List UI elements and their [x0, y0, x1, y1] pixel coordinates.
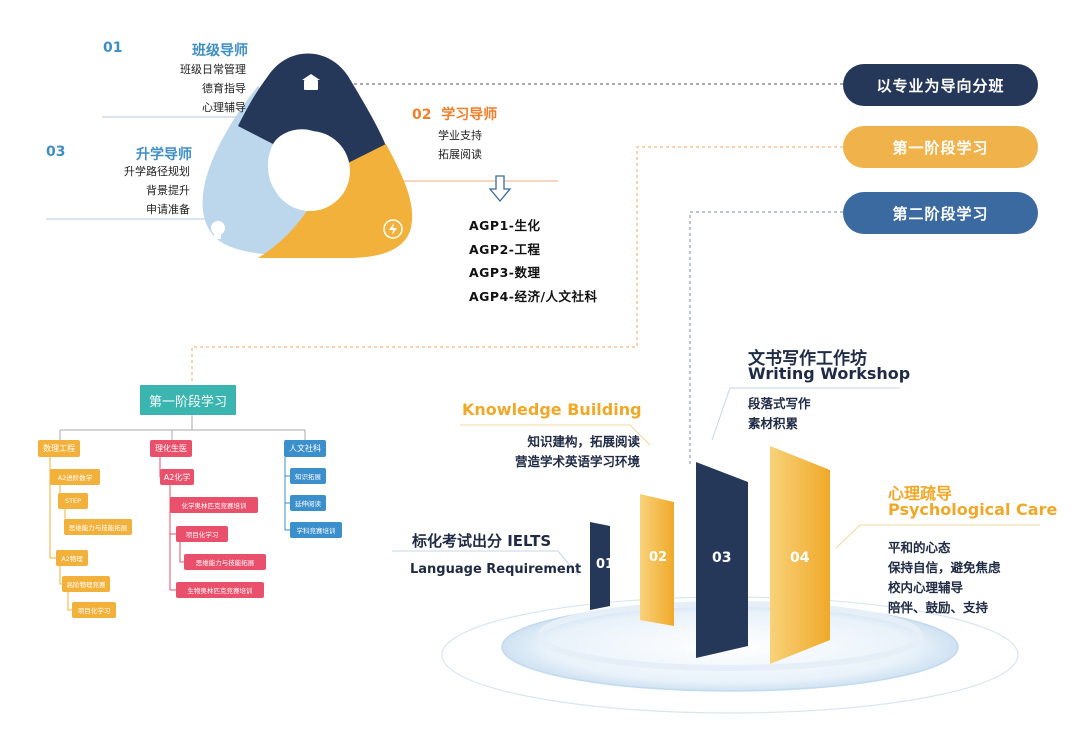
role1-number: 01 [103, 40, 123, 56]
tree-col1-item: A2物理 [56, 550, 88, 566]
tree-col1-title: 数理工程 [38, 440, 80, 457]
head-icon [211, 221, 225, 239]
down-arrow-icon [488, 175, 512, 203]
stage-num-03: 03 [712, 550, 732, 566]
pill-stage-two: 第二阶段学习 [843, 192, 1038, 234]
tree-col2-item: 生物奥林匹克竞赛培训 [176, 582, 264, 598]
stage3-title-cn: 文书写作工作坊 [748, 349, 867, 369]
agp-list: AGP1-生化 AGP2-工程 AGP3-数理 AGP4-经济/人文社科 [469, 214, 598, 308]
tree-col3-item: 学科竞赛培训 [290, 522, 342, 538]
tree-col1-item: 思维能力与技能拓展 [64, 519, 132, 535]
agp-item: AGP2-工程 [469, 241, 541, 257]
role2-item: 拓展阅读 [438, 148, 482, 161]
agp-item: AGP3-数理 [469, 265, 541, 280]
pill-stage-one: 第一阶段学习 [843, 126, 1038, 168]
stage4-title-cn: 心理疏导 [888, 484, 953, 503]
role2-heading: 02 学习导师 [412, 104, 497, 124]
stage1-subtitle: Language Requirement [410, 562, 582, 577]
stage3-title-en: Writing Workshop [748, 364, 911, 383]
agp-item: AGP4-经济/人文社科 [469, 288, 598, 304]
stage4-desc-line: 保持自信，避免焦虑 [888, 560, 1001, 575]
stage4-desc-line: 陪伴、鼓励、支持 [888, 600, 989, 615]
tree-col3-title: 人文社科 [284, 440, 326, 457]
role2-number: 02 [412, 107, 432, 123]
stage3-desc-line: 素材积累 [748, 416, 799, 431]
stage1-title: 标化考试出分 IELTS [412, 532, 552, 550]
stage3-desc: 段落式写作 素材积累 [748, 394, 811, 434]
stage4-desc: 平和的心态 保持自信，避免焦虑 校内心理辅导 陪伴、鼓励、支持 [888, 538, 1001, 618]
role1-title: 班级导师 [192, 43, 248, 59]
role3-item: 背景提升 [146, 184, 190, 197]
role3-title: 升学导师 [136, 147, 192, 163]
stage2-title: Knowledge Building [462, 400, 642, 419]
stage-panel-02 [640, 494, 674, 626]
role3-items: 升学路径规划 背景提升 申请准备 [120, 162, 190, 219]
bolt-icon [383, 219, 403, 239]
tree-col2-item: 项目化学习 [176, 526, 228, 542]
stage-num-02: 02 [649, 550, 668, 565]
stage-num-04: 04 [790, 550, 810, 566]
role1-item: 心理辅导 [202, 101, 246, 114]
box-icon [302, 74, 320, 90]
stage-num-01: 01 [596, 557, 615, 572]
role2-title: 学习导师 [441, 107, 498, 123]
stage-panel-04 [770, 446, 830, 664]
role1-item: 班级日常管理 [180, 63, 246, 76]
tree-col2-item: 化学奥林匹克竞赛培训 [170, 497, 258, 513]
role1-item: 德育指导 [202, 82, 246, 95]
tree-root: 第一阶段学习 [140, 385, 236, 415]
stage-platform [441, 446, 1019, 714]
stage4-desc-line: 平和的心态 [888, 540, 951, 555]
role2-items: 学业支持 拓展阅读 [438, 126, 482, 164]
tree-col1-item: 项目化学习 [72, 602, 116, 618]
role3-item: 申请准备 [146, 203, 190, 216]
stage-panel-01 [590, 522, 610, 610]
stage2-desc-line: 营造学术英语学习环境 [514, 454, 640, 469]
pill-class-division: 以专业为导向分班 [843, 64, 1038, 106]
tree-col1-item: 高阶物理竞赛 [62, 576, 110, 592]
tree-col1-item: A2进阶数学 [50, 469, 100, 485]
stage4-desc-line: 校内心理辅导 [888, 580, 964, 595]
agp-item: AGP1-生化 [469, 218, 541, 233]
role2-item: 学业支持 [438, 129, 482, 142]
stage2-desc-line: 知识建构，拓展阅读 [527, 434, 640, 449]
tree-col2-item: A2化学 [160, 469, 194, 485]
stage2-desc: 知识建构，拓展阅读 营造学术英语学习环境 [490, 432, 640, 472]
mentor-triangle [202, 53, 413, 258]
stage4-title-en: Psychological Care [888, 500, 1058, 519]
stage-panel-03 [696, 462, 748, 658]
tree-col3-item: 知识拓展 [290, 468, 326, 484]
tree-col3-item: 延伸阅读 [290, 495, 326, 511]
tree-col1-item: STEP [58, 493, 88, 509]
role3-item: 升学路径规划 [124, 165, 190, 178]
role3-number: 03 [46, 144, 66, 160]
stage3-desc-line: 段落式写作 [748, 396, 811, 411]
role1-items: 班级日常管理 德育指导 心理辅导 [180, 60, 246, 117]
tree-col2-item: 思维能力与技能拓展 [184, 554, 266, 570]
tree-col2-title: 理化生医 [150, 440, 192, 457]
